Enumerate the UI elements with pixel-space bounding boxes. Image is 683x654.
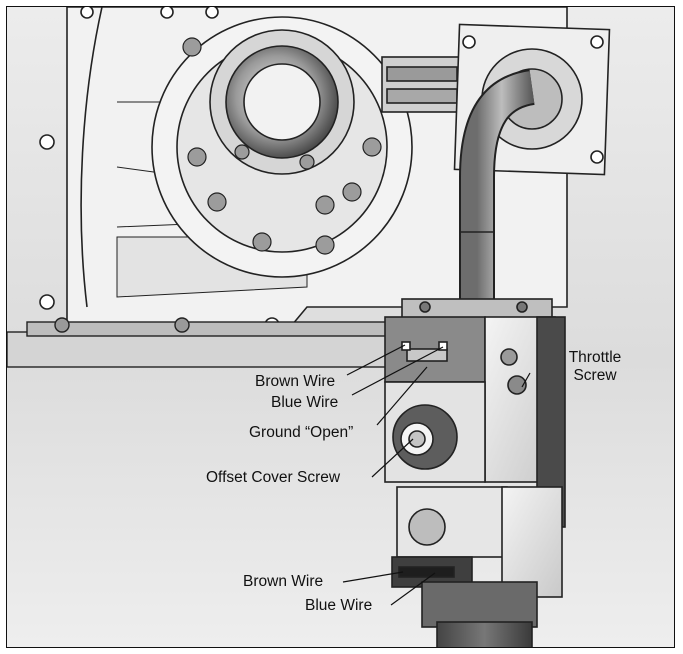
label-throttle-screw-line2: Screw bbox=[573, 367, 617, 384]
label-blue-wire-top: Blue Wire bbox=[271, 394, 339, 411]
gas-valve-illustration bbox=[7, 7, 611, 647]
base-rail bbox=[7, 317, 388, 368]
label-throttle-screw: Throttle Screw bbox=[565, 349, 625, 385]
leader-lines bbox=[342, 344, 531, 606]
mount-bracket bbox=[381, 56, 463, 113]
diagram-frame: Brown Wire Blue Wire Ground “Open” Offse… bbox=[6, 6, 675, 648]
label-offset-cover-screw: Offset Cover Screw bbox=[206, 469, 341, 486]
motor-flange bbox=[151, 16, 413, 278]
gas-valve-body bbox=[384, 298, 566, 647]
label-brown-wire-bottom: Brown Wire bbox=[243, 573, 324, 590]
label-ground-open: Ground “Open” bbox=[249, 424, 354, 441]
label-blue-wire-bottom: Blue Wire bbox=[305, 597, 373, 614]
label-brown-wire-top: Brown Wire bbox=[255, 373, 336, 390]
label-throttle-screw-line1: Throttle bbox=[568, 349, 622, 366]
